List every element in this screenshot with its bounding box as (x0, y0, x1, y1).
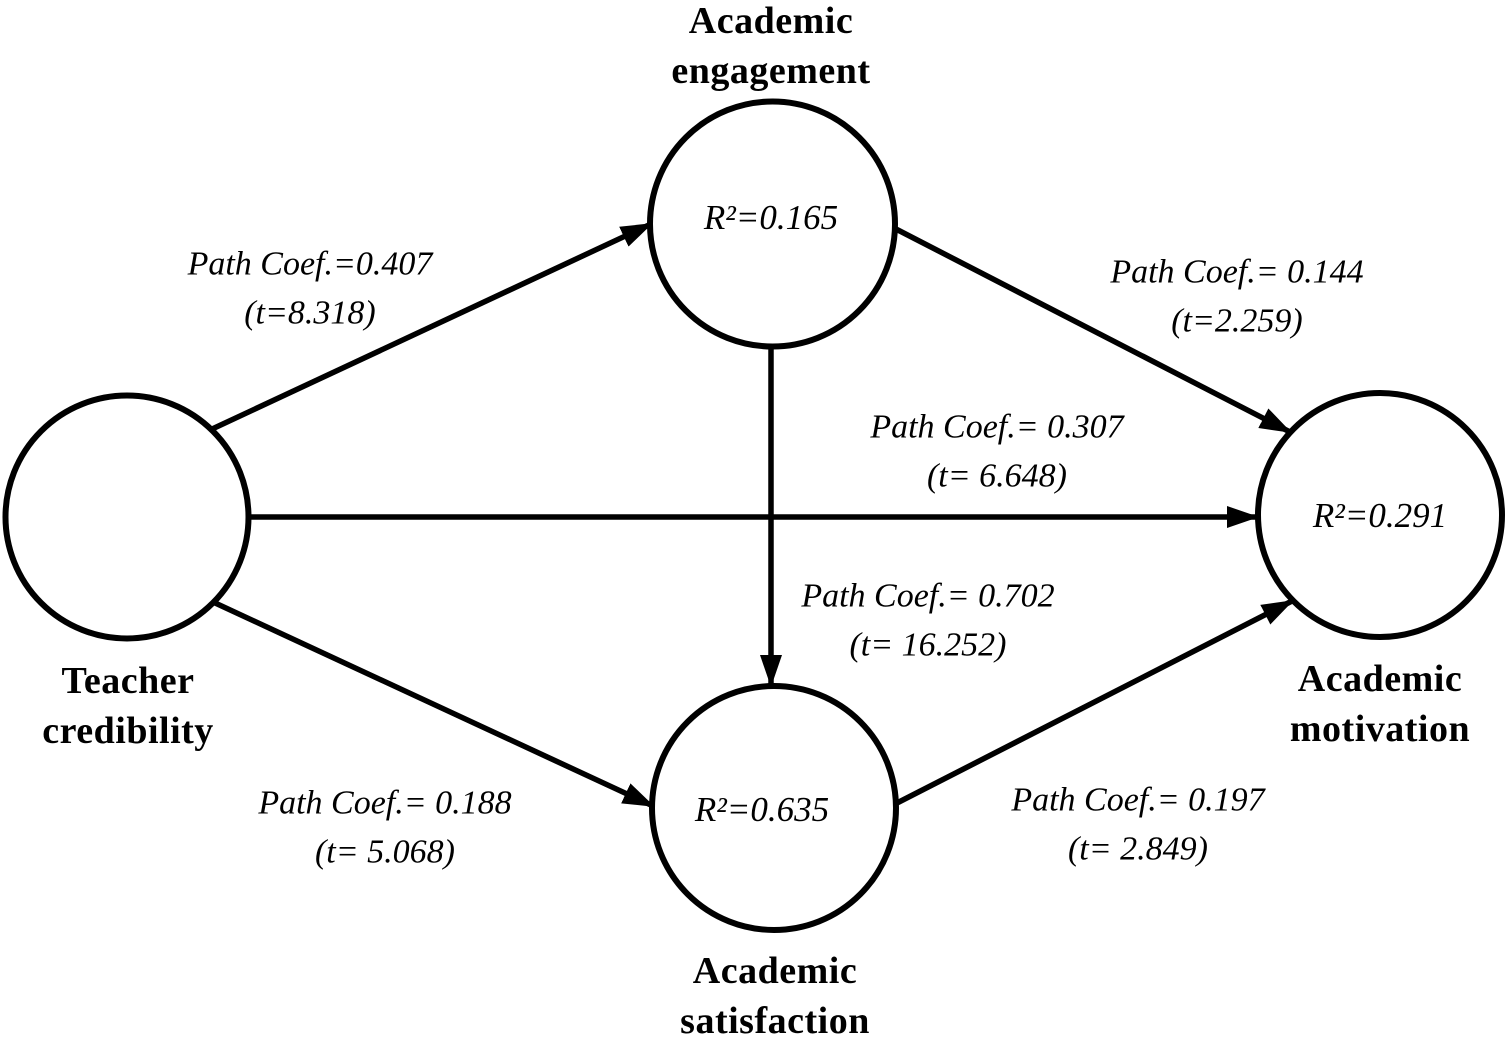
arrow-credibility-to-satisfaction (211, 599, 655, 809)
path-coef-text: Path Coef.= 0.188 (258, 784, 512, 822)
node-label-academic-satisfaction: Academic satisfaction (680, 949, 870, 1038)
r2-value-academic-satisfaction: R²=0.635 (694, 790, 830, 829)
path-label-credibility-satisfaction: Path Coef.= 0.188 (t= 5.068) (258, 779, 511, 878)
path-t-text: (t= 16.252) (849, 627, 1007, 664)
path-coef-text: Path Coef.= 0.702 (801, 577, 1055, 615)
r2-value-academic-engagement: R²=0.165 (703, 198, 839, 237)
node-label-teacher-credibility: Teacher credibility (42, 659, 214, 752)
path-label-engagement-satisfaction: Path Coef.= 0.702 (t= 16.252) (801, 572, 1054, 671)
arrow-credibility-to-engagement (208, 221, 653, 433)
arrow-engagement-to-motivation (892, 225, 1292, 435)
path-label-satisfaction-motivation: Path Coef.= 0.197 (t= 2.849) (1011, 776, 1264, 875)
path-coef-text: Path Coef.= 0.197 (1011, 781, 1265, 819)
r2-value-academic-motivation: R²=0.291 (1312, 496, 1448, 535)
path-t-text: (t= 5.068) (314, 834, 456, 871)
path-coef-text: Path Coef.= 0.307 (870, 408, 1124, 446)
path-t-text: (t=2.259) (1171, 303, 1303, 340)
path-t-text: (t=8.318) (244, 295, 376, 332)
path-label-credibility-engagement: Path Coef.=0.407 (t=8.318) (188, 240, 433, 339)
path-t-text: (t= 2.849) (1067, 831, 1209, 868)
node-label-academic-engagement: Academic engagement (671, 0, 871, 92)
path-coef-text: Path Coef.= 0.144 (1110, 253, 1364, 291)
arrow-satisfaction-to-motivation (895, 598, 1294, 806)
path-label-engagement-motivation: Path Coef.= 0.144 (t=2.259) (1110, 248, 1363, 347)
path-coef-text: Path Coef.=0.407 (187, 245, 433, 283)
node-label-academic-motivation: Academic motivation (1289, 657, 1471, 750)
path-t-text: (t= 6.648) (926, 458, 1068, 495)
path-label-credibility-motivation: Path Coef.= 0.307 (t= 6.648) (870, 403, 1123, 502)
